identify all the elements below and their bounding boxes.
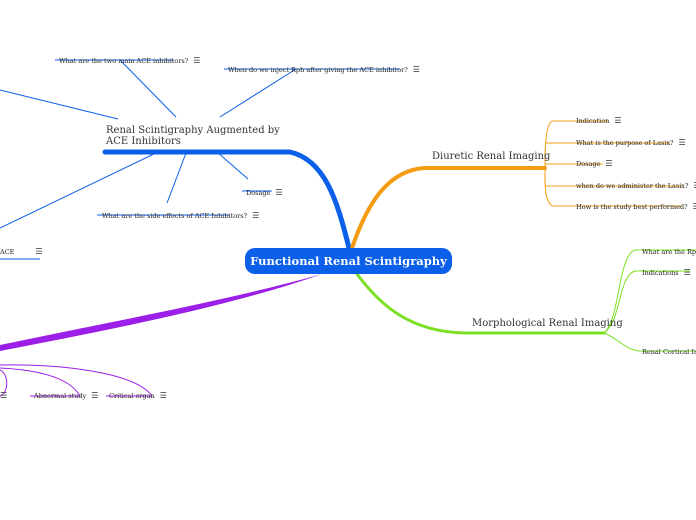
connector-purple-sub1 xyxy=(0,369,8,397)
topic-diu-dosage[interactable]: Dosage ☰ xyxy=(576,151,613,170)
connector-diuretic-branch xyxy=(350,166,547,250)
topic-ace-inject-label: When do we inject Rph after giving the A… xyxy=(228,66,408,74)
topic-ace-side-label: What are the side effects of ACE Inhibit… xyxy=(102,212,248,220)
topic-diu-indication-label: Indication xyxy=(576,117,610,125)
note-icon[interactable]: ☰ xyxy=(683,268,691,277)
connector-morph-what xyxy=(603,249,696,334)
topic-morph-branch[interactable]: Morphological Renal Imaging xyxy=(472,318,623,329)
connector-morph-cortical xyxy=(603,332,696,352)
topic-ace-left[interactable]: ACE ☰ xyxy=(0,239,43,258)
topic-purple-abnormal-label: Abnormal study xyxy=(34,392,87,400)
connector-ace-branch xyxy=(102,149,352,251)
connector-morph-branch xyxy=(355,272,606,335)
note-icon[interactable]: ☰ xyxy=(605,159,613,168)
note-icon[interactable]: ☰ xyxy=(0,391,8,400)
topic-diu-how-label: How is the study best performed? xyxy=(576,203,688,211)
topic-diuretic-branch[interactable]: Diuretic Renal Imaging xyxy=(432,151,551,162)
topic-diu-purpose[interactable]: What is the purpose of Lasix? ☰ xyxy=(576,130,686,149)
topic-purple-critical[interactable]: Critical organ ☰ xyxy=(109,383,167,402)
note-icon[interactable]: ☰ xyxy=(252,211,260,220)
topic-ace-inhibitors-label: What are the two main ACE inhibitors? xyxy=(59,57,189,65)
topic-purple-abnormal[interactable]: Abnormal study ☰ xyxy=(34,383,98,402)
topic-ace-branch[interactable]: Renal Scintigraphy Augmented by ACE Inhi… xyxy=(106,125,280,147)
note-icon[interactable]: ☰ xyxy=(678,138,686,147)
topic-morph-indications[interactable]: Indications ☰ xyxy=(642,260,691,279)
topic-purple-critical-label: Critical organ xyxy=(109,392,155,400)
note-icon[interactable]: ☰ xyxy=(193,56,201,65)
note-icon[interactable]: ☰ xyxy=(693,202,696,211)
connector-purple-branch xyxy=(0,274,322,351)
root-topic[interactable]: Functional Renal Scintigraphy xyxy=(245,248,452,274)
note-icon[interactable]: ☰ xyxy=(693,181,696,190)
topic-morph-cortical[interactable]: Renal Cortical Imag xyxy=(642,339,696,358)
topic-ace-left-label: ACE xyxy=(0,248,15,256)
topic-morph-what-label: What are the Rph u xyxy=(642,248,696,256)
note-icon[interactable]: ☰ xyxy=(159,391,167,400)
topic-diu-how[interactable]: How is the study best performed? ☰ xyxy=(576,194,696,213)
connector-ace-left-bottom xyxy=(0,151,159,229)
connector-ace-side xyxy=(166,152,187,204)
note-icon[interactable]: ☰ xyxy=(35,247,43,256)
topic-ace-side[interactable]: What are the side effects of ACE Inhibit… xyxy=(102,203,259,222)
topic-diu-purpose-label: What is the purpose of Lasix? xyxy=(576,139,674,147)
topic-morph-indications-label: Indications xyxy=(642,269,679,277)
note-icon[interactable]: ☰ xyxy=(275,188,283,197)
note-icon[interactable]: ☰ xyxy=(91,391,99,400)
connector-diuretic-spine xyxy=(544,120,553,207)
note-icon[interactable]: ☰ xyxy=(614,116,622,125)
topic-diu-indication[interactable]: Indication ☰ xyxy=(576,108,621,127)
connector-ace-inject xyxy=(219,68,297,118)
connector-ace-inhibitors xyxy=(119,59,177,118)
topic-diu-when[interactable]: when do we administer the Lasix? ☰ xyxy=(576,173,696,192)
topic-purple-left[interactable]: ☰ xyxy=(0,383,7,402)
topic-ace-dosage-label: Dosage xyxy=(246,189,271,197)
note-icon[interactable]: ☰ xyxy=(412,65,420,74)
connector-ace-dosage xyxy=(216,151,249,180)
topic-ace-dosage[interactable]: Dosage ☰ xyxy=(246,180,283,199)
connector-purple-critical xyxy=(0,364,153,397)
topic-ace-inhibitors[interactable]: What are the two main ACE inhibitors? ☰ xyxy=(59,48,200,67)
topic-ace-inject[interactable]: When do we inject Rph after giving the A… xyxy=(228,57,420,76)
topic-morph-what[interactable]: What are the Rph u xyxy=(642,239,696,258)
connector-morph-indications xyxy=(603,270,690,334)
topic-diu-dosage-label: Dosage xyxy=(576,160,601,168)
connector-purple-abnormal xyxy=(0,367,81,397)
topic-morph-cortical-label: Renal Cortical Imag xyxy=(642,348,696,356)
topic-diu-when-label: when do we administer the Lasix? xyxy=(576,182,689,190)
connector-ace-left-top xyxy=(0,89,119,120)
